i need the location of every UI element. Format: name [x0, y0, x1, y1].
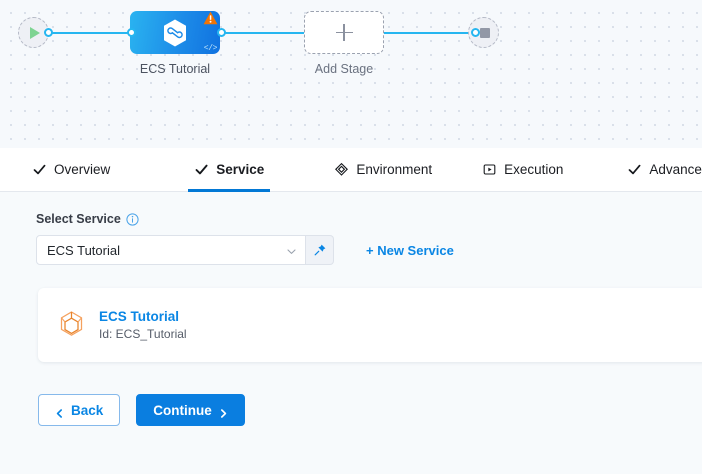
- plus-icon-bar: [335, 31, 353, 34]
- pipeline-canvas[interactable]: </> ECS Tutorial Add Stage: [0, 0, 702, 148]
- pin-icon: [314, 244, 325, 256]
- select-service-label-row: Select Service: [36, 212, 702, 226]
- service-card-id: Id: ECS_Tutorial: [99, 327, 187, 341]
- pin-service-button[interactable]: [306, 235, 334, 265]
- connector-line-start-stage: [45, 32, 135, 34]
- info-icon[interactable]: [126, 212, 139, 226]
- select-service-label: Select Service: [36, 212, 121, 226]
- start-node-port[interactable]: [44, 28, 53, 37]
- chevron-left-icon: [55, 406, 64, 418]
- tab-service[interactable]: Service: [178, 148, 280, 192]
- check-icon: [194, 162, 209, 177]
- end-node-port[interactable]: [471, 28, 480, 37]
- service-select-dropdown[interactable]: ECS Tutorial: [36, 235, 306, 265]
- tab-advanced[interactable]: Advanced: [611, 148, 702, 191]
- new-service-button[interactable]: + New Service: [366, 242, 454, 258]
- continue-button-label: Continue: [153, 402, 212, 418]
- chevron-right-icon: [219, 406, 228, 418]
- play-box-icon: [482, 162, 497, 177]
- stage-node-label: ECS Tutorial: [139, 62, 211, 76]
- harness-hexagon-icon: [164, 19, 186, 46]
- tab-overview[interactable]: Overview: [16, 148, 126, 191]
- connector-line-stage-addstage: [222, 32, 307, 34]
- continue-button[interactable]: Continue: [136, 394, 245, 426]
- tab-service-label: Service: [216, 162, 265, 177]
- stage-tab-bar: Overview Service Environment Execution: [0, 148, 702, 192]
- stop-icon: [480, 27, 490, 38]
- chevron-down-icon: [286, 245, 297, 256]
- warning-triangle-icon: [203, 11, 218, 25]
- stage-node-input-port[interactable]: [127, 28, 136, 37]
- check-icon: [32, 162, 47, 177]
- add-stage-node[interactable]: [304, 11, 384, 54]
- stage-node-output-port[interactable]: [217, 28, 226, 37]
- tab-execution-label: Execution: [504, 162, 564, 177]
- service-select-value: ECS Tutorial: [47, 242, 120, 258]
- back-button-label: Back: [71, 402, 104, 418]
- footer-button-row: Back Continue: [38, 394, 245, 426]
- service-tab-panel: Select Service ECS Tutorial + New Servic…: [0, 192, 702, 474]
- service-card[interactable]: ECS Tutorial Id: ECS_Tutorial: [38, 288, 702, 362]
- play-icon: [29, 26, 40, 39]
- service-hexagon-icon: [60, 311, 83, 336]
- connector-line-addstage-end: [382, 32, 477, 34]
- tab-advanced-label: Advanced: [649, 162, 702, 177]
- service-card-name[interactable]: ECS Tutorial: [99, 309, 180, 324]
- service-card-text: ECS Tutorial Id: ECS_Tutorial: [99, 308, 187, 342]
- start-node[interactable]: [18, 17, 49, 48]
- tab-environment-label: Environment: [356, 162, 433, 177]
- tab-overview-label: Overview: [54, 162, 111, 177]
- check-icon: [627, 162, 642, 177]
- back-button[interactable]: Back: [38, 394, 121, 426]
- tab-environment[interactable]: Environment: [318, 148, 448, 191]
- tab-execution[interactable]: Execution: [466, 148, 579, 191]
- code-icon: </>: [203, 44, 218, 53]
- stage-node-ecs-tutorial[interactable]: </>: [130, 11, 220, 54]
- layers-diamond-icon: [334, 162, 349, 177]
- add-stage-label: Add Stage: [314, 62, 374, 76]
- select-service-row: ECS Tutorial + New Service: [36, 235, 702, 265]
